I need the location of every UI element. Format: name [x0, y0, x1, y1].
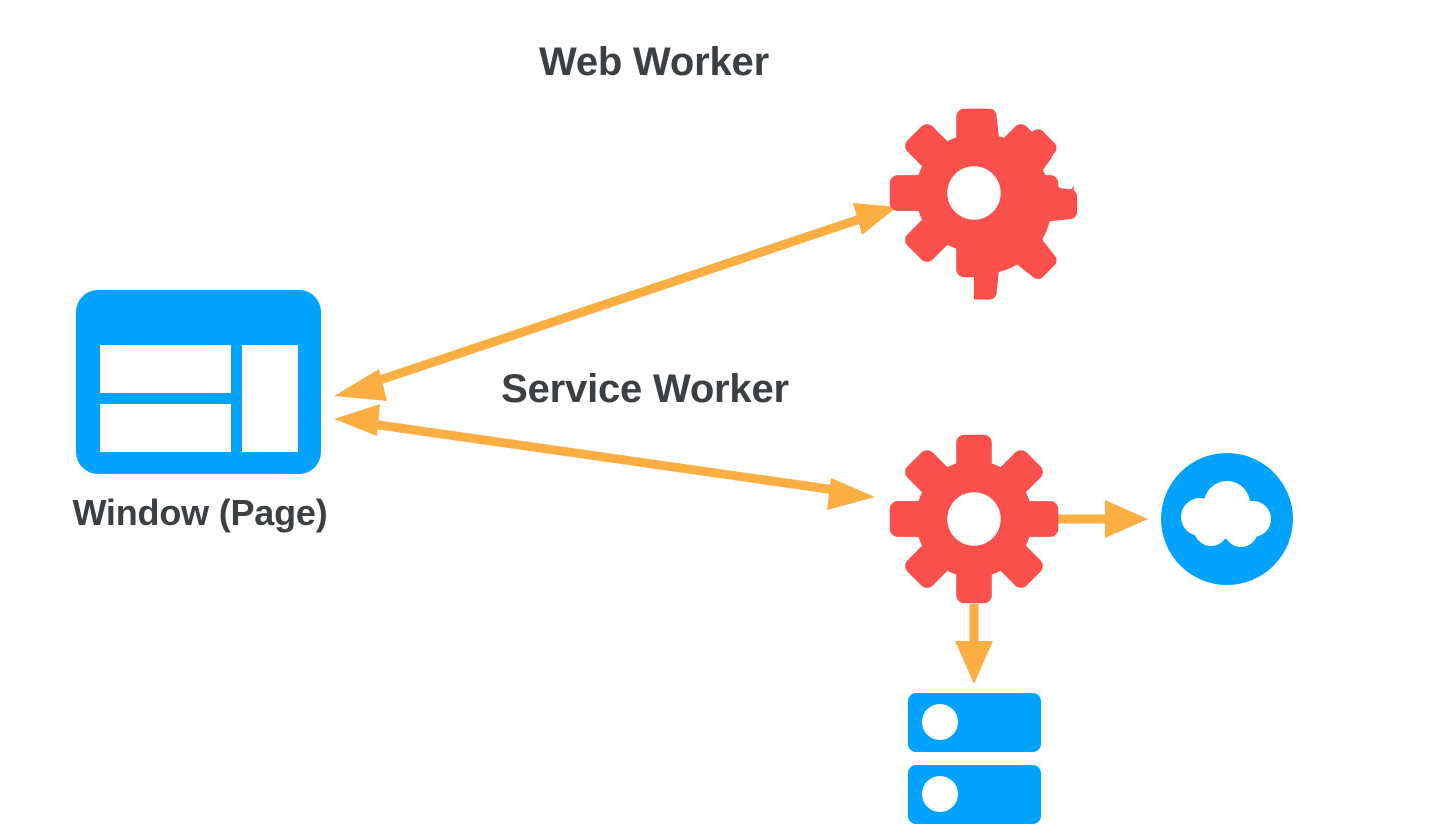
edge-service-worker-to-storage — [955, 604, 993, 684]
arrowhead-to-service-worker — [827, 478, 875, 510]
edge-service-worker-to-cloud — [1052, 500, 1148, 538]
arrowhead-to-window-upper — [334, 369, 387, 401]
gear-hole-service-worker — [947, 492, 1001, 546]
arrowhead-to-window-lower — [334, 404, 380, 436]
browser-window-pane-bottom-left — [100, 404, 231, 452]
database-icon[interactable] — [908, 693, 1041, 824]
browser-window-pane-right — [242, 345, 298, 452]
arrowhead-to-storage — [955, 641, 993, 684]
cloud-icon-glyph — [1181, 481, 1271, 547]
edge-window-to-web-worker-line — [360, 211, 871, 391]
gear-hole-web-worker — [947, 166, 1001, 220]
edge-window-to-web-worker — [334, 203, 897, 401]
service-worker-label: Service Worker — [501, 367, 789, 411]
window-page-label: Window (Page) — [72, 492, 328, 533]
database-icon-led-bottom — [922, 776, 958, 812]
arrowhead-to-cloud — [1105, 500, 1148, 538]
database-icon-led-top — [922, 704, 958, 740]
cloud-icon[interactable] — [1161, 453, 1293, 585]
edge-window-to-service-worker-line — [364, 418, 843, 496]
web-worker-label: Web Worker — [539, 40, 769, 84]
gear-icon-service-worker[interactable] — [889, 434, 1059, 604]
browser-window-icon[interactable] — [76, 290, 321, 474]
gear-icon-web-worker[interactable] — [889, 108, 1078, 300]
browser-window-pane-top-left — [100, 345, 231, 393]
edge-window-to-service-worker — [334, 404, 875, 510]
arrowhead-to-web-worker — [853, 203, 897, 235]
